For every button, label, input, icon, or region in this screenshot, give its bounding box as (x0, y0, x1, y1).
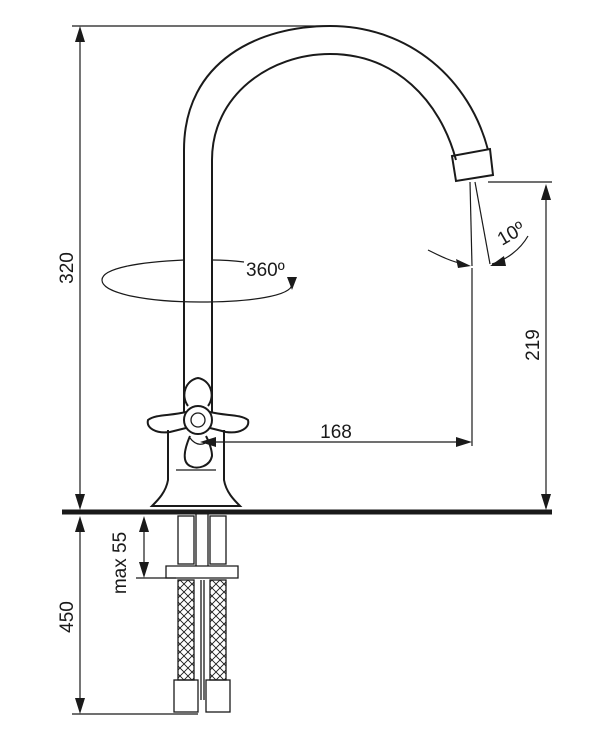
label-spout-reach: 168 (320, 422, 352, 443)
label-hose-length: 450 (57, 601, 78, 633)
hose-left-top-fitting (177, 515, 195, 565)
hose-right-braid (209, 579, 227, 681)
faucet-base (149, 430, 243, 507)
label-tilt: 10º (494, 218, 529, 250)
dim-rotation (101, 259, 297, 303)
dim-spout-reach (200, 268, 473, 447)
dim-hose-length (72, 516, 198, 715)
hose-left-braid (177, 579, 195, 681)
label-spout-height: 219 (523, 329, 544, 361)
label-rotation: 360º (246, 260, 285, 281)
hoses (165, 514, 239, 713)
hose-right-top-fitting (209, 515, 227, 565)
mount-bracket (165, 565, 239, 579)
hose-right-bottom-fitting (205, 679, 231, 713)
spout-outer (183, 24, 489, 412)
spout-inner (211, 52, 457, 412)
hose-left-bottom-fitting (173, 679, 199, 713)
cross-handle (146, 376, 250, 469)
dim-total-height (72, 25, 330, 510)
dim-tilt (427, 181, 529, 268)
label-total-height: 320 (57, 252, 78, 284)
nozzle (450, 147, 495, 183)
label-max-depth: max 55 (110, 532, 131, 594)
dim-max-depth (136, 516, 176, 579)
dim-spout-height (488, 181, 552, 510)
